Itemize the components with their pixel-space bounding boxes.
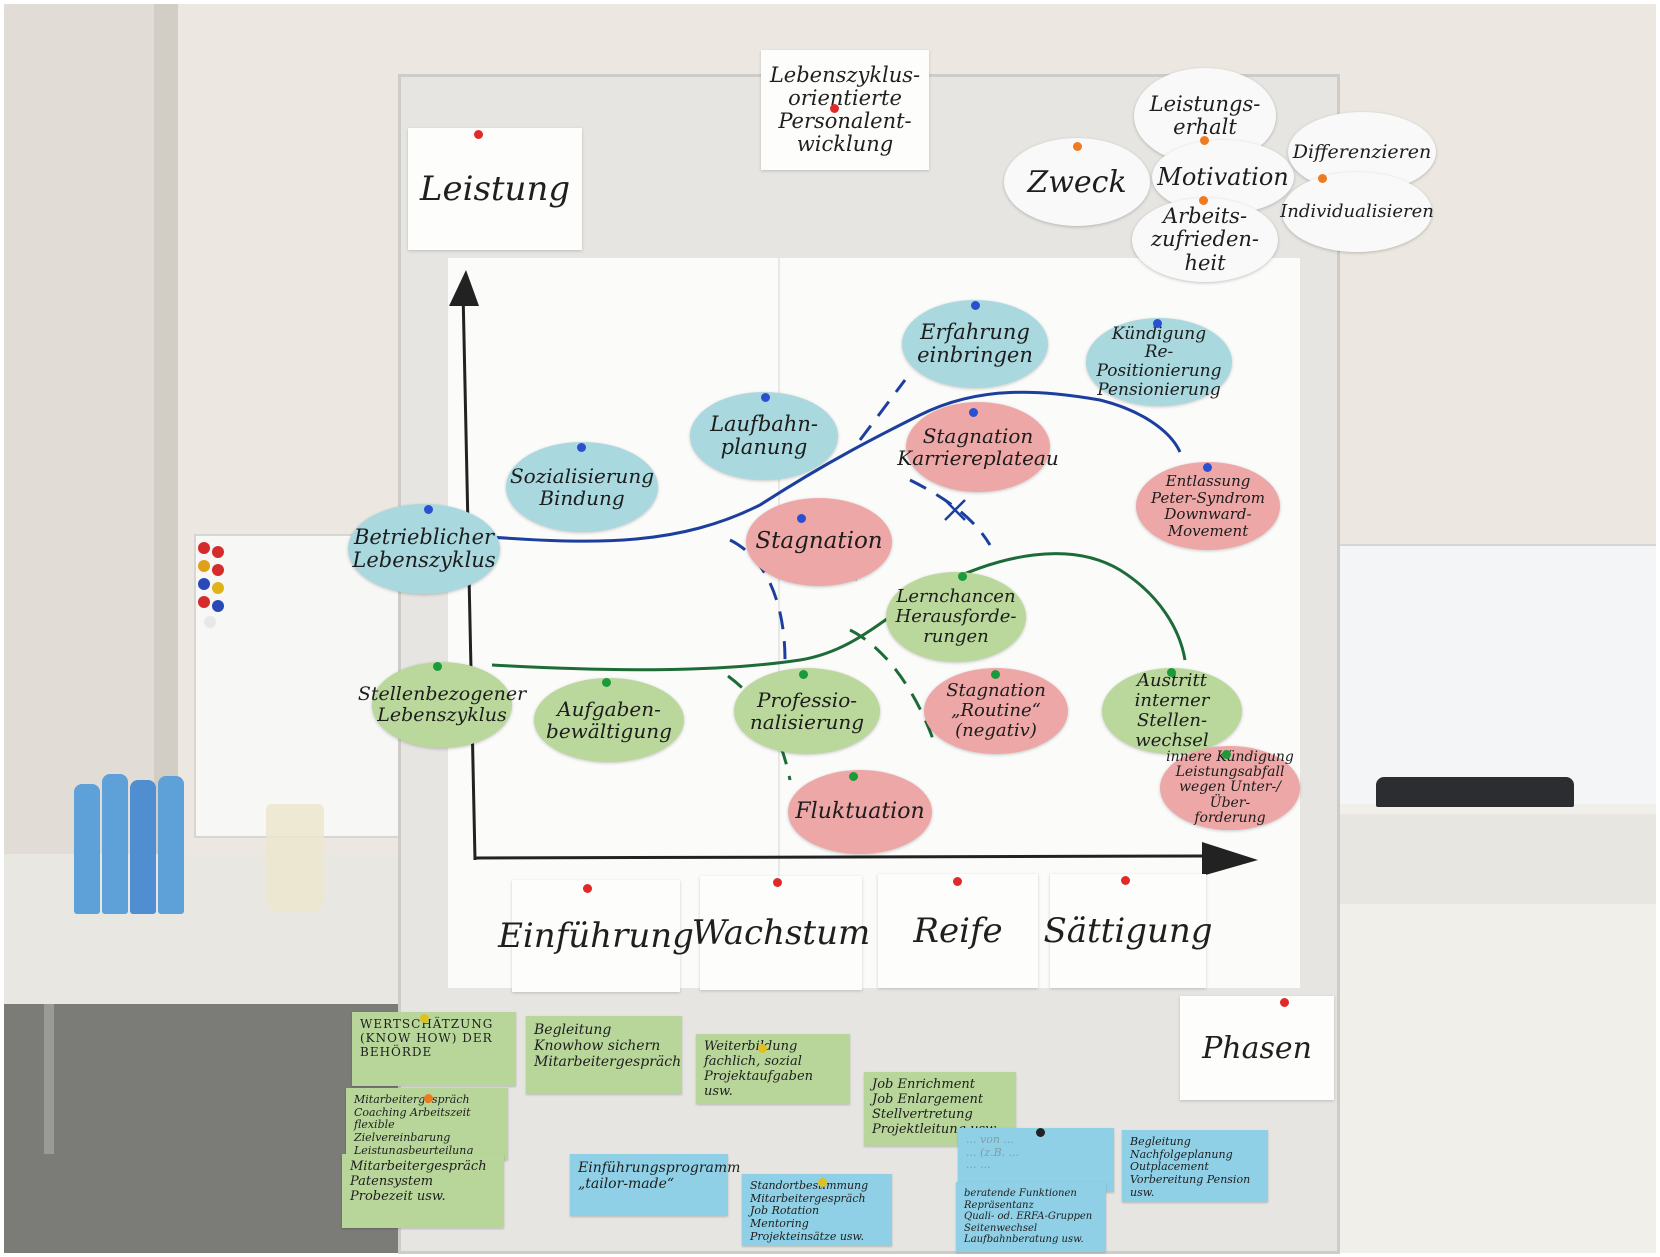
sticky-note: Begleitung Nachfolgeplanung Outplacement… — [1122, 1130, 1268, 1202]
pin — [474, 130, 483, 139]
pin — [577, 443, 586, 452]
pin — [830, 104, 839, 113]
right-whiteboard — [1334, 544, 1656, 808]
oval-sozialisierung: Sozialisierung Bindung — [506, 442, 658, 532]
pin — [799, 670, 808, 679]
pin — [849, 772, 858, 781]
y-axis-arrow — [449, 270, 479, 306]
x-axis-arrow — [1202, 842, 1258, 876]
sticky-note: beratende Funktionen Repräsentanz Quali-… — [956, 1182, 1106, 1252]
pin — [953, 877, 962, 886]
oval-kuendigung: Kündigung Re-Positionierung Pensionierun… — [1086, 318, 1232, 406]
pin — [583, 884, 592, 893]
pin — [1199, 196, 1208, 205]
pin — [773, 878, 782, 887]
phasen-card: Phasen — [1180, 996, 1334, 1100]
approach-oval: Individualisieren — [1280, 172, 1434, 252]
sticky-note: Einführungsprogramm „tailor-made“ — [570, 1154, 740, 1216]
company-branch-down — [729, 538, 787, 661]
oval-entlassung: Entlassung Peter-Syndrom Downward- Movem… — [1136, 462, 1280, 550]
water-bottles — [74, 774, 202, 924]
paper-fold — [778, 258, 780, 988]
pin — [602, 678, 611, 687]
oval-stagnation: Stagnation — [746, 498, 892, 586]
pin — [1203, 463, 1212, 472]
pin — [1280, 998, 1289, 1007]
sticky-note: Standortbestimmung Mitarbeitergespräch J… — [742, 1174, 892, 1246]
oval-erfahrung: Erfahrung einbringen — [902, 300, 1048, 388]
job-branch-down — [849, 628, 937, 746]
x-axis — [474, 854, 1206, 860]
purpose-oval: Arbeits- zufrieden- heit — [1132, 198, 1278, 282]
pin — [1036, 1128, 1045, 1137]
pin — [433, 662, 442, 671]
job-lifecycle-label: Stellenbezogener Lebenszyklus — [358, 662, 526, 748]
oval-austritt: Austritt interner Stellen- wechsel — [1102, 668, 1242, 754]
pin — [1222, 750, 1231, 759]
phase-card: Wachstum — [692, 876, 870, 990]
chair — [1376, 777, 1574, 807]
pin — [758, 1044, 767, 1053]
phase-card: Sättigung — [1043, 874, 1213, 988]
company-lifecycle-label: Betrieblicher Lebenszyklus — [348, 504, 500, 594]
table-leg — [44, 1004, 54, 1154]
plastic-cups — [266, 804, 324, 912]
pin — [761, 393, 770, 402]
pin — [424, 505, 433, 514]
oval-aufgaben: Aufgaben- bewältigung — [534, 678, 684, 762]
pin — [1073, 142, 1082, 151]
pin — [1200, 136, 1209, 145]
company-branch-up — [858, 379, 907, 441]
pin — [1167, 668, 1176, 677]
pin — [424, 1094, 433, 1103]
oval-fluktuation: Fluktuation — [788, 770, 932, 854]
leistung-card: Leistung — [408, 128, 582, 250]
oval-lernchancen: Lernchancen Herausforde- rungen — [886, 572, 1026, 662]
sticky-note: ... von ... ... (z.B. ... ... ... — [958, 1128, 1114, 1192]
pin — [818, 1178, 827, 1187]
job-branch-fluct — [727, 674, 792, 781]
pin — [971, 301, 980, 310]
zweck-oval: Zweck — [1004, 138, 1150, 226]
sticky-note: Mitarbeitergespräch Patensystem Probezei… — [342, 1154, 504, 1228]
pin — [958, 572, 967, 581]
sticky-note: Weiterbildung fachlich, sozial Projektau… — [696, 1034, 850, 1104]
oval-laufbahn: Laufbahn- planung — [690, 392, 838, 480]
pin — [1153, 319, 1162, 328]
pin — [991, 670, 1000, 679]
oval-stagnation-karriere: Stagnation Karriereplateau — [897, 402, 1059, 492]
pin — [1121, 876, 1130, 885]
magnet-cluster — [198, 542, 234, 642]
oval-routine: Stagnation „Routine“ (negativ) — [924, 668, 1068, 754]
oval-profession: Professio- nalisierung — [734, 668, 880, 754]
pin — [969, 408, 978, 417]
company-lifecycle-curve — [489, 390, 1182, 543]
cross-mark — [944, 499, 966, 521]
right-table — [1314, 814, 1656, 904]
pin — [1318, 174, 1327, 183]
phase-card: Einführung — [498, 880, 694, 992]
sticky-note: Job Enrichment Job Enlargement Stellvert… — [864, 1072, 1016, 1146]
sticky-note: Begleitung Knowhow sichern Mitarbeiterge… — [526, 1016, 682, 1094]
pin — [420, 1014, 429, 1023]
sticky-note: WERTSCHÄTZUNG (KNOW HOW) DER BEHÖRDE — [352, 1012, 516, 1086]
company-branch-right — [909, 478, 992, 546]
title-card: Lebenszyklus- orientierte Personalent- w… — [761, 50, 929, 170]
phase-card: Reife — [878, 874, 1038, 988]
pin — [797, 514, 806, 523]
oval-innere-kuendigung: innere Kündigung Leistungsabfall wegen U… — [1160, 746, 1300, 830]
